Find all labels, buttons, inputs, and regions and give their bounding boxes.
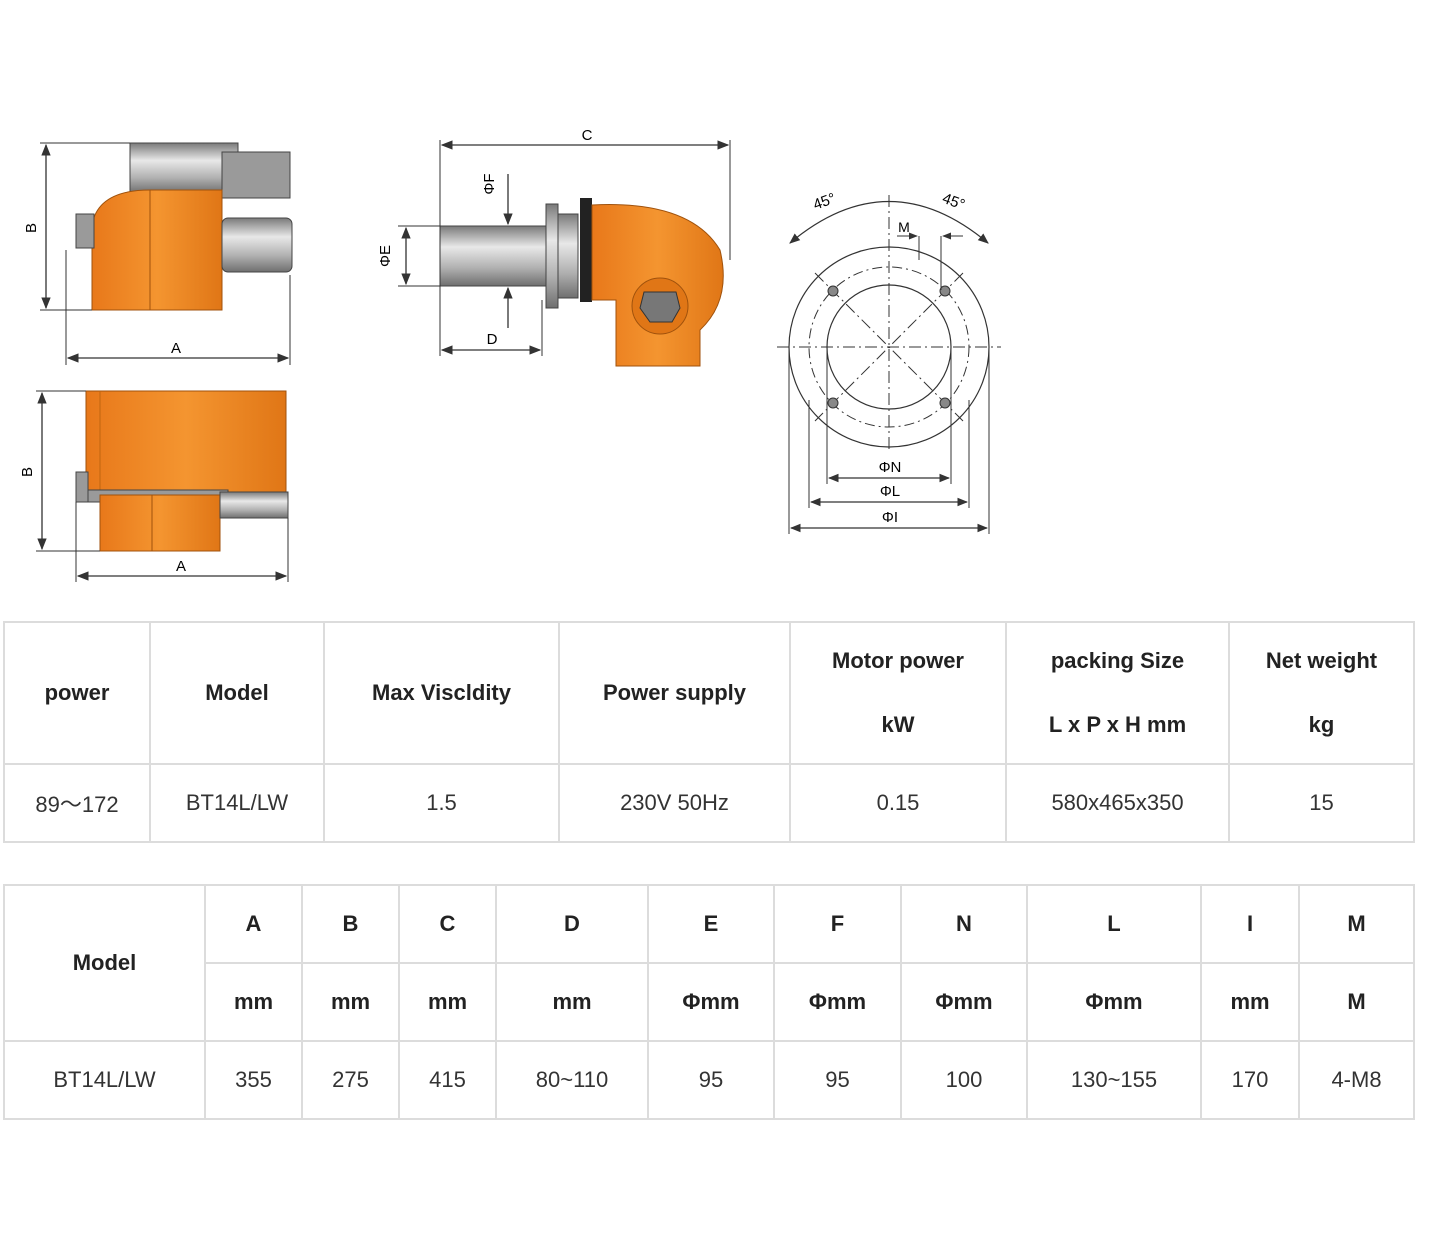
dim-label-i: ΦI [882, 509, 898, 526]
side-view: B A [23, 142, 293, 365]
dim-label-a-2: A [176, 558, 186, 575]
dim-unit-d: mm [495, 962, 649, 1042]
dim-header-c: C [398, 884, 497, 964]
dim-unit-c: mm [398, 962, 497, 1042]
dim-cell-model: BT14L/LW [3, 1040, 206, 1120]
dim-label-e: ΦE [377, 245, 394, 267]
dim-header-a: A [204, 884, 303, 964]
dim-header-b: B [301, 884, 400, 964]
header-motor-power-line1: Motor power [832, 648, 964, 673]
header-packing-size: packing Size L x P x H mm [1005, 621, 1230, 765]
dim-label-f: ΦF [481, 173, 498, 194]
header-motor-power-line2: kW [881, 712, 915, 737]
cell-net-weight: 15 [1228, 763, 1415, 843]
header-power: power [3, 621, 151, 765]
dim-header-f: F [773, 884, 902, 964]
header-power-supply: Power supply [558, 621, 791, 765]
dim-cell-l: 130~155 [1026, 1040, 1202, 1120]
dim-label-m: M [898, 219, 910, 235]
dim-cell-d: 80~110 [495, 1040, 649, 1120]
dim-unit-e: Φmm [647, 962, 775, 1042]
dim-header-row: Model A B C D E F N L I M [3, 884, 1415, 1042]
dim-header-model: Model [3, 884, 206, 1042]
dim-label-d: D [487, 331, 498, 348]
dim-header-l: L [1026, 884, 1202, 964]
dim-cell-a: 355 [204, 1040, 303, 1120]
dim-header-i: I [1200, 884, 1300, 964]
angle-label-left: 45° [811, 190, 838, 214]
top-view: B A [19, 390, 289, 582]
spec-data-row: 89～172 BT14L/LW 1.5 230V 50Hz 0.15 580x4… [3, 763, 1415, 843]
dim-header-n: N [900, 884, 1028, 964]
dim-cell-n: 100 [900, 1040, 1028, 1120]
dim-unit-n: Φmm [900, 962, 1028, 1042]
header-net-weight: Net weight kg [1228, 621, 1415, 765]
dim-unit-row: mm mm mm mm Φmm Φmm Φmm Φmm mm M [4, 962, 1415, 1042]
header-model: Model [149, 621, 325, 765]
dim-header-d: D [495, 884, 649, 964]
dim-cell-m: 4-M8 [1298, 1040, 1415, 1120]
dim-data-row: BT14L/LW 355 275 415 80~110 95 95 100 13… [3, 1040, 1415, 1120]
cell-packing-size: 580x465x350 [1005, 763, 1230, 843]
dim-label-n: ΦN [879, 459, 902, 476]
dim-label-c: C [582, 127, 593, 144]
dim-unit-m: M [1298, 962, 1415, 1042]
header-packing-line2: L x P x H mm [1048, 712, 1187, 737]
dim-unit-i: mm [1200, 962, 1300, 1042]
cell-model: BT14L/LW [149, 763, 325, 843]
dim-label-a: A [171, 340, 181, 357]
header-weight-line1: Net weight [1265, 648, 1378, 673]
header-packing-line1: packing Size [1050, 648, 1185, 673]
cell-viscosity: 1.5 [323, 763, 560, 843]
cell-power-supply: 230V 50Hz [558, 763, 791, 843]
technical-drawing: B A B A C ΦE [19, 127, 1001, 582]
dim-cell-c: 415 [398, 1040, 497, 1120]
header-weight-line2: kg [1308, 712, 1335, 737]
angle-label-right: 45° [940, 190, 967, 214]
spec-table: power Model Max Viscldity Power supply M… [3, 621, 1415, 843]
dim-label-b-2: B [19, 467, 36, 477]
dim-label-l: ΦL [880, 483, 900, 500]
dim-header-e: E [647, 884, 775, 964]
dim-label-b: B [23, 223, 40, 233]
header-motor-power: Motor power kW [789, 621, 1007, 765]
dimension-table: Model A B C D E F N L I M mm mm mm mm Φm… [3, 884, 1415, 1120]
dim-cell-i: 170 [1200, 1040, 1300, 1120]
dim-unit-f: Φmm [773, 962, 902, 1042]
dim-cell-b: 275 [301, 1040, 400, 1120]
dim-header-m: M [1298, 884, 1415, 964]
burner-tube-view: C ΦE ΦF D [377, 127, 731, 367]
header-viscosity: Max Viscldity [323, 621, 560, 765]
dim-cell-f: 95 [773, 1040, 902, 1120]
dim-unit-b: mm [301, 962, 400, 1042]
dim-unit-l: Φmm [1026, 962, 1202, 1042]
cell-motor-power: 0.15 [789, 763, 1007, 843]
dim-cell-e: 95 [647, 1040, 775, 1120]
dim-unit-a: mm [204, 962, 303, 1042]
cell-power: 89～172 [3, 763, 151, 843]
spec-header-row: power Model Max Viscldity Power supply M… [3, 621, 1415, 765]
flange-view [777, 195, 1001, 534]
